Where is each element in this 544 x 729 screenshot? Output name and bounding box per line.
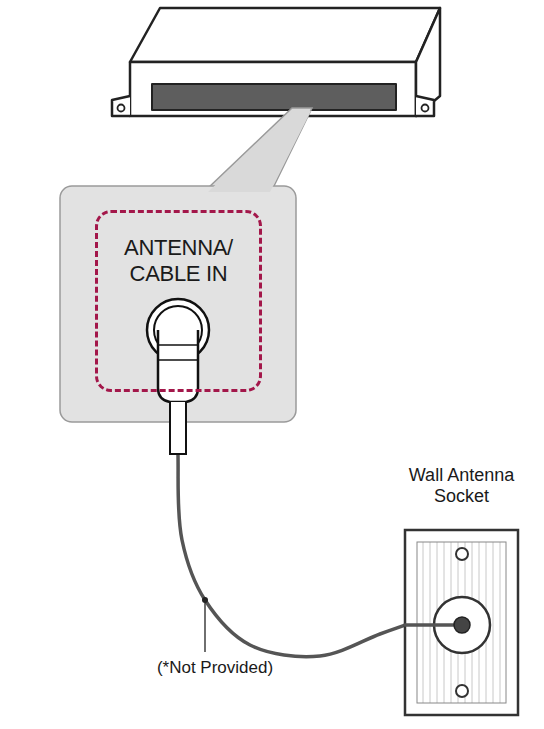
note-label: (*Not Provided) (157, 658, 273, 678)
coax-cable (178, 392, 405, 657)
socket-box: Wall Antenna Socket (405, 530, 518, 715)
wall-antenna-socket (405, 530, 518, 715)
socket-heading: Wall Antenna Socket (397, 465, 527, 508)
port-region: ANTENNA/ CABLE IN (95, 210, 262, 392)
leader-line (202, 597, 208, 652)
port-label: ANTENNA/ CABLE IN (118, 235, 240, 288)
callout-panel (60, 108, 312, 422)
coax-plug (147, 299, 209, 454)
set-top-box (112, 8, 440, 116)
